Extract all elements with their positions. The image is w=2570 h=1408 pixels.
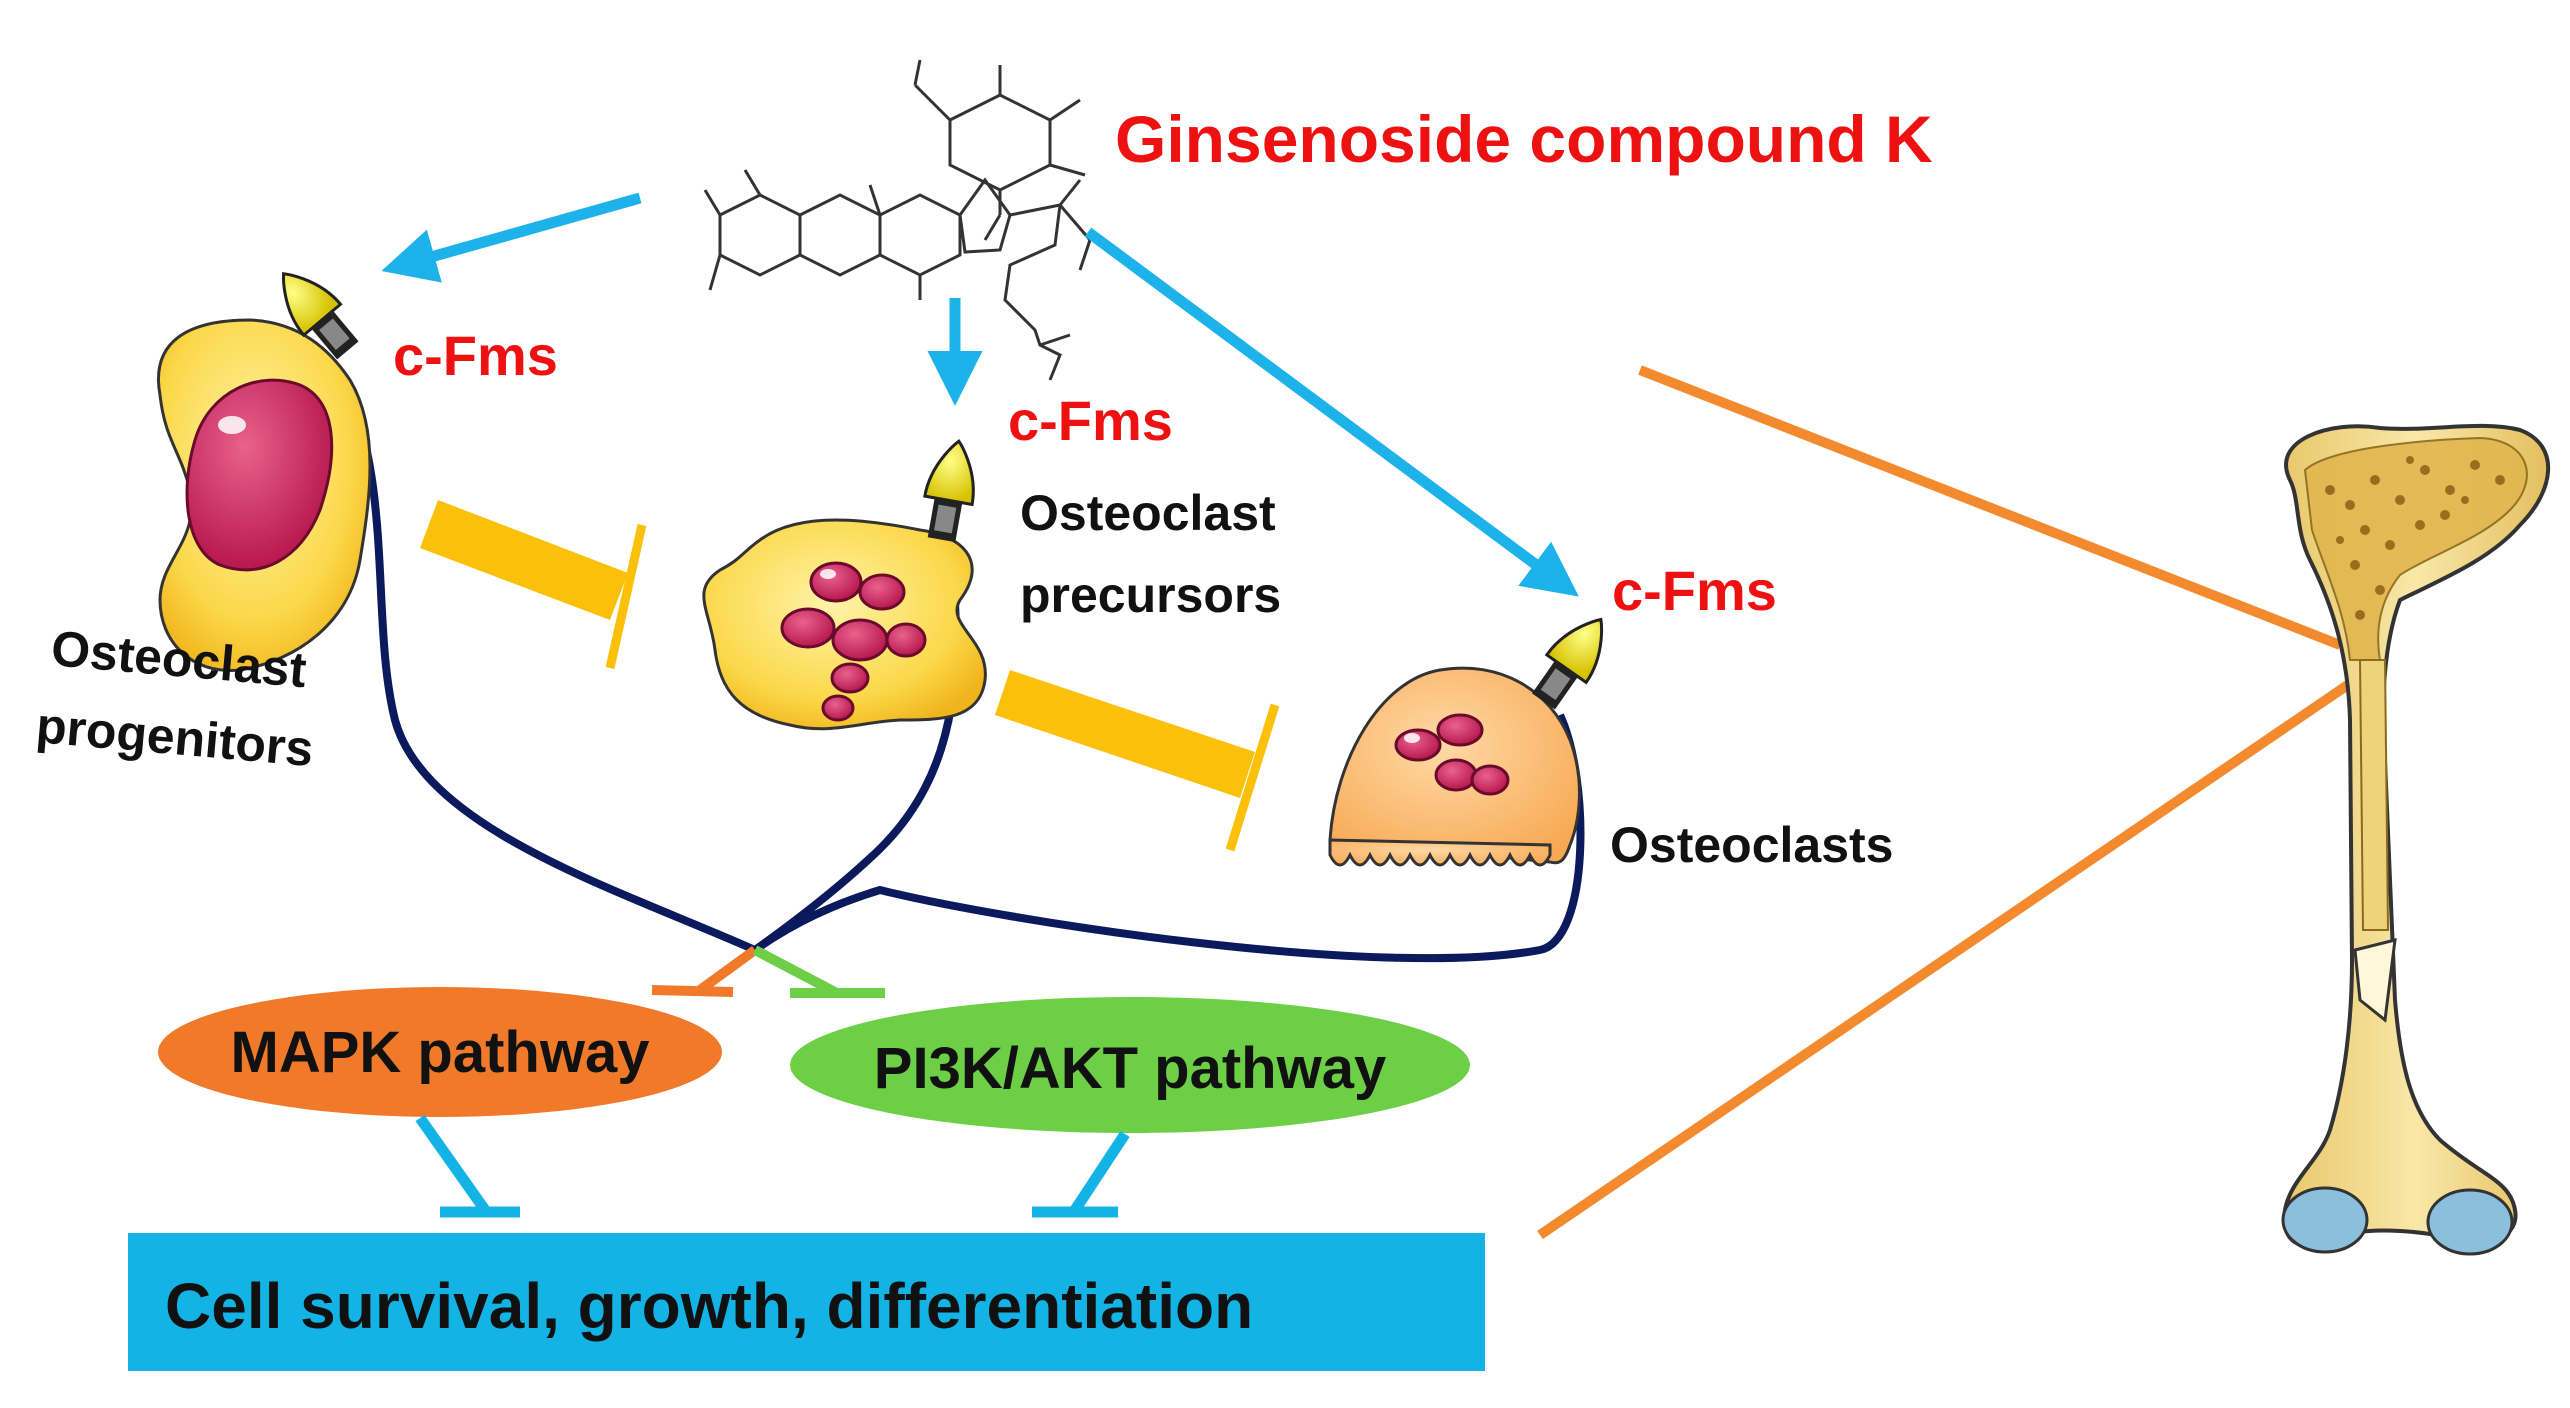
- arrow-to-osteoclasts: [1084, 227, 1579, 597]
- precursor-cell: [702, 518, 987, 731]
- inhibition-bar-1: [420, 500, 647, 669]
- c-fms-receptor-2: [923, 439, 975, 543]
- precursors-label-line2: precursors: [1020, 567, 1281, 623]
- c-fms-label-2: c-Fms: [1008, 389, 1173, 452]
- pi3k-akt-pathway: PI3K/AKT pathway: [790, 997, 1470, 1133]
- osteoclasts-label: Osteoclasts: [1610, 817, 1893, 873]
- inhibition-bar-2: [995, 670, 1280, 852]
- mapk-label: MAPK pathway: [231, 1020, 650, 1085]
- progenitor-cell: [157, 318, 372, 672]
- c-fms-label-1: c-Fms: [393, 324, 558, 387]
- c-fms-receptor-3: [1532, 617, 1604, 710]
- spongy-bone-dots: [2325, 456, 2505, 620]
- arrow-to-progenitors: [381, 192, 642, 283]
- progenitors-label-line2: progenitors: [34, 697, 316, 777]
- mapk-pathway: MAPK pathway: [158, 987, 722, 1117]
- junction-inhibitors: [651, 945, 885, 998]
- outcome-label: Cell survival, growth, differentiation: [165, 1270, 1253, 1342]
- compound-k-structure: [703, 59, 1092, 381]
- pi3k-akt-label: PI3K/AKT pathway: [874, 1036, 1386, 1101]
- precursors-label-line1: Osteoclast: [1020, 485, 1276, 541]
- c-fms-receptor-1: [282, 272, 359, 360]
- outcome-box: Cell survival, growth, differentiation: [128, 1233, 1485, 1371]
- pathway-inhibitors: [415, 1114, 1130, 1218]
- c-fms-label-3: c-Fms: [1612, 559, 1777, 622]
- bone-connector-lines: [1537, 365, 2358, 1240]
- compound-label: Ginsenoside compound K: [1115, 102, 1933, 176]
- bone-illustration: [2281, 423, 2551, 1256]
